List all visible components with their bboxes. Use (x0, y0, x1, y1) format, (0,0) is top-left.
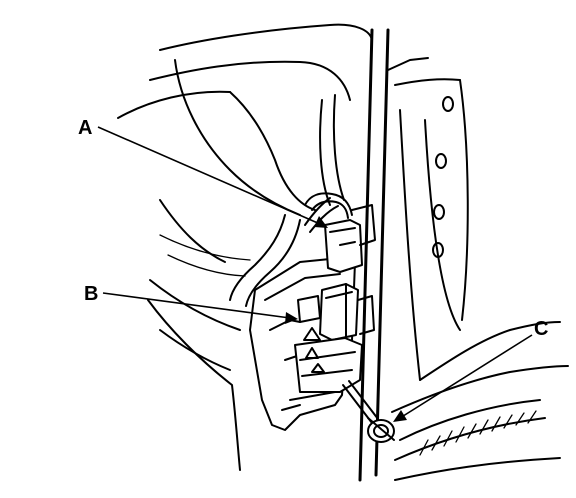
lower-connector (294, 327, 363, 393)
wiring-harness (229, 197, 339, 307)
door-pillar (358, 28, 569, 482)
leader-line-b (102, 292, 298, 324)
panel-holes (432, 96, 454, 258)
leader-line-a (97, 126, 328, 228)
leader-line-c (393, 334, 533, 422)
callout-label-a: A (78, 117, 92, 139)
connector-a (304, 192, 376, 273)
bolt-c (342, 380, 395, 443)
vehicle-body-panel (117, 23, 373, 471)
callout-label-b: B (84, 283, 98, 305)
callout-label-c: C (534, 318, 548, 340)
floor-hatching (394, 399, 561, 481)
